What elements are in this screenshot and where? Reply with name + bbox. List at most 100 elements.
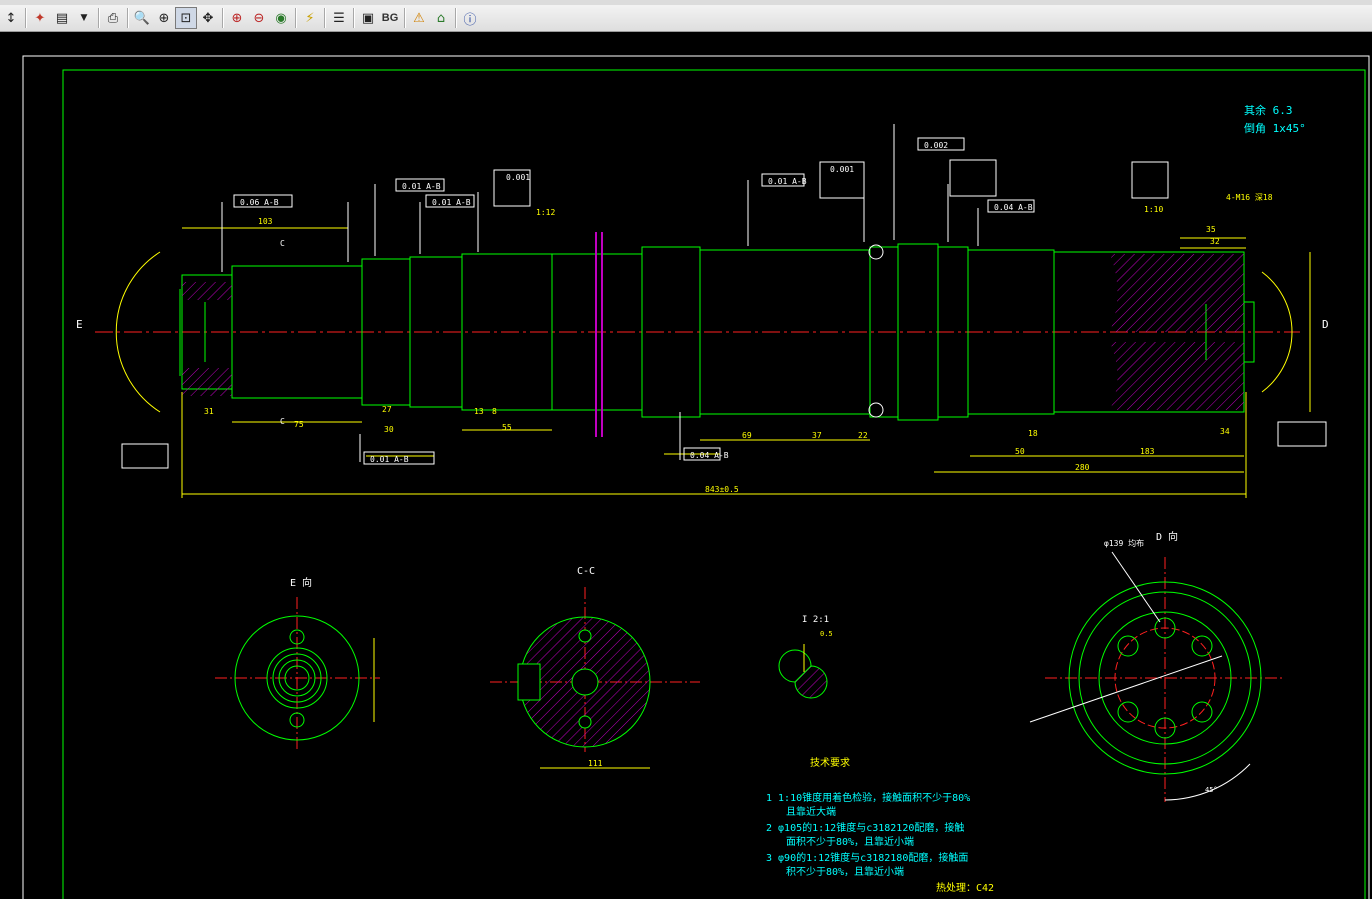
tol-frame-10: 0.04 A-B xyxy=(690,451,729,460)
zoom-out-icon[interactable]: 🔍 xyxy=(133,10,151,26)
dim-69: 69 xyxy=(742,431,752,440)
toolbar-separator xyxy=(295,8,296,28)
feature-circle xyxy=(868,244,884,260)
dim-37: 37 xyxy=(812,431,822,440)
heat-treatment-note: 热处理：C42 xyxy=(936,881,994,894)
feature-circle xyxy=(868,402,884,418)
pdf-export-icon[interactable]: ✦ xyxy=(34,10,46,26)
chamfer-note: 倒角 1x45° xyxy=(1244,122,1306,135)
page-setup-icon[interactable]: ▤ xyxy=(55,10,69,26)
home-icon[interactable]: ⌂ xyxy=(436,10,446,26)
dim-183: 183 xyxy=(1140,447,1155,456)
measure-icon[interactable]: ⚡ xyxy=(305,10,315,26)
tol-frame-4: 0.001 xyxy=(506,173,530,182)
dim-0.5: 0.5 xyxy=(820,630,833,638)
detail-I-title: I 2:1 xyxy=(802,615,829,625)
dim-111: 111 xyxy=(588,759,603,768)
section-mark-C-bottom: C xyxy=(280,417,285,426)
zoom-extents-icon[interactable]: ⊕ xyxy=(231,10,243,26)
tol-frame-3: 0.01 A-B xyxy=(432,198,471,207)
layer-icon[interactable]: ◉ xyxy=(275,10,287,26)
dim-30: 30 xyxy=(384,425,394,434)
dim-18: 18 xyxy=(1028,429,1038,438)
background-toggle-button[interactable]: BG xyxy=(381,12,399,24)
dim-35: 35 xyxy=(1206,225,1216,234)
cad-toolbar: ↕ ✦ ▤ ▼ ⎙ 🔍 ⊕ ⊡ ✥ ⊕ ⊖ ◉ ⚡ ☰ ▣ BG ⚠ ⌂ ⓘ xyxy=(0,5,1372,32)
zoom-in-icon[interactable]: ⊕ xyxy=(158,10,170,26)
dim-13: 13 xyxy=(474,407,484,416)
dim-31: 31 xyxy=(204,407,214,416)
dim-55: 55 xyxy=(502,423,512,432)
info-icon[interactable]: ⓘ xyxy=(463,12,477,28)
print-icon[interactable]: ⎙ xyxy=(107,10,119,26)
nav-arrow-icon[interactable]: ↕ xyxy=(5,10,17,26)
end-angle-arc-right xyxy=(1261,271,1293,393)
thread-callout: 4-M16 深18 xyxy=(1226,193,1273,202)
pan-icon[interactable]: ✥ xyxy=(202,10,214,26)
end-angle-arc-left xyxy=(115,251,161,413)
zoom-previous-icon[interactable]: ⊖ xyxy=(253,10,265,26)
toolbar-separator xyxy=(127,8,128,28)
dim-75: 75 xyxy=(294,420,304,429)
tolerance-frames xyxy=(121,137,1327,469)
toolbar-separator xyxy=(455,8,456,28)
toolbar-separator xyxy=(324,8,325,28)
layers-stack-icon[interactable]: ☰ xyxy=(333,10,345,26)
dropdown-arrow-icon[interactable]: ▼ xyxy=(80,13,88,23)
overall-length-dim: 843±0.5 xyxy=(705,485,739,494)
toolbar-separator xyxy=(25,8,26,28)
toolbar-separator xyxy=(353,8,354,28)
dim-27: 27 xyxy=(382,405,392,414)
hatch-right-top xyxy=(1110,254,1244,332)
toolbar-separator xyxy=(222,8,223,28)
hatch-left-bottom xyxy=(182,368,232,396)
view-label-E: E xyxy=(76,318,83,331)
view-E: E 向 xyxy=(215,576,380,752)
zoom-window-icon[interactable]: ⊡ xyxy=(175,7,197,29)
dim-103: 103 xyxy=(258,217,273,226)
sheet-inner-border xyxy=(62,69,1366,899)
pcd-callout: φ139 均布 xyxy=(1104,538,1144,548)
dim-22: 22 xyxy=(858,431,868,440)
tol-frame-2: 0.01 A-B xyxy=(402,182,441,191)
view-D: D 向 φ139 均布 45° xyxy=(1029,530,1285,802)
view-label-D: D xyxy=(1322,318,1329,331)
taper-2: 1:10 xyxy=(1144,205,1163,214)
tech-req-1b: 且靠近大端 xyxy=(786,805,836,818)
tol-frame-5: 0.01 A-B xyxy=(768,177,807,186)
taper-1: 1:12 xyxy=(536,208,555,217)
tech-req-1a: 1 1:10锥度用着色检验，接触面积不少于80% xyxy=(766,791,970,804)
toolbar-separator xyxy=(404,8,405,28)
section-mark-C-top: C xyxy=(280,239,285,248)
hatch-right-bottom xyxy=(1110,342,1244,410)
dim-8: 8 xyxy=(492,407,497,416)
view-CC: C-C 111 xyxy=(490,566,700,769)
dim-34: 34 xyxy=(1220,427,1230,436)
tech-req-2a: 2 φ105的1:12锥度与c3182120配磨，接触 xyxy=(766,821,964,834)
tech-req-2b: 面积不少于80%，且靠近小端 xyxy=(786,835,914,848)
sheet-outer-border xyxy=(22,55,1370,899)
dim-32: 32 xyxy=(1210,237,1220,246)
dim-angle-45: 45° xyxy=(1205,786,1218,794)
hatch-left-top xyxy=(182,282,232,300)
leader-lines xyxy=(221,124,979,462)
technical-requirements: 技术要求 1 1:10锥度用着色检验，接触面积不少于80% 且靠近大端 2 φ1… xyxy=(766,756,994,894)
tech-req-3a: 3 φ90的1:12锥度与c3182180配磨，接触面 xyxy=(766,851,968,864)
surface-note: 其余 6.3 xyxy=(1244,103,1293,117)
view-CC-title: C-C xyxy=(577,566,595,577)
warning-icon[interactable]: ⚠ xyxy=(413,10,425,26)
tech-req-3b: 积不少于80%，且靠近小端 xyxy=(786,865,904,878)
toolbar-separator xyxy=(98,8,99,28)
tech-req-title: 技术要求 xyxy=(810,756,850,769)
tol-frame-8: 0.04 A-B xyxy=(994,203,1033,212)
screen-icon[interactable]: ▣ xyxy=(361,10,375,26)
tol-frame-9: 0.01 A-B xyxy=(370,455,409,464)
detail-I: I 2:1 0.5 xyxy=(778,615,833,699)
dim-50: 50 xyxy=(1015,447,1025,456)
drawing-canvas[interactable]: 其余 6.3 倒角 1x45° 843±0.5 103 75 31 27 30 … xyxy=(0,32,1372,899)
tol-frame-6: 0.001 xyxy=(830,165,854,174)
tol-frame-7: 0.002 xyxy=(924,141,948,150)
tol-frame-1: 0.06 A-B xyxy=(240,198,279,207)
dimension-lines xyxy=(181,227,1311,498)
view-D-title: D 向 xyxy=(1156,530,1178,543)
